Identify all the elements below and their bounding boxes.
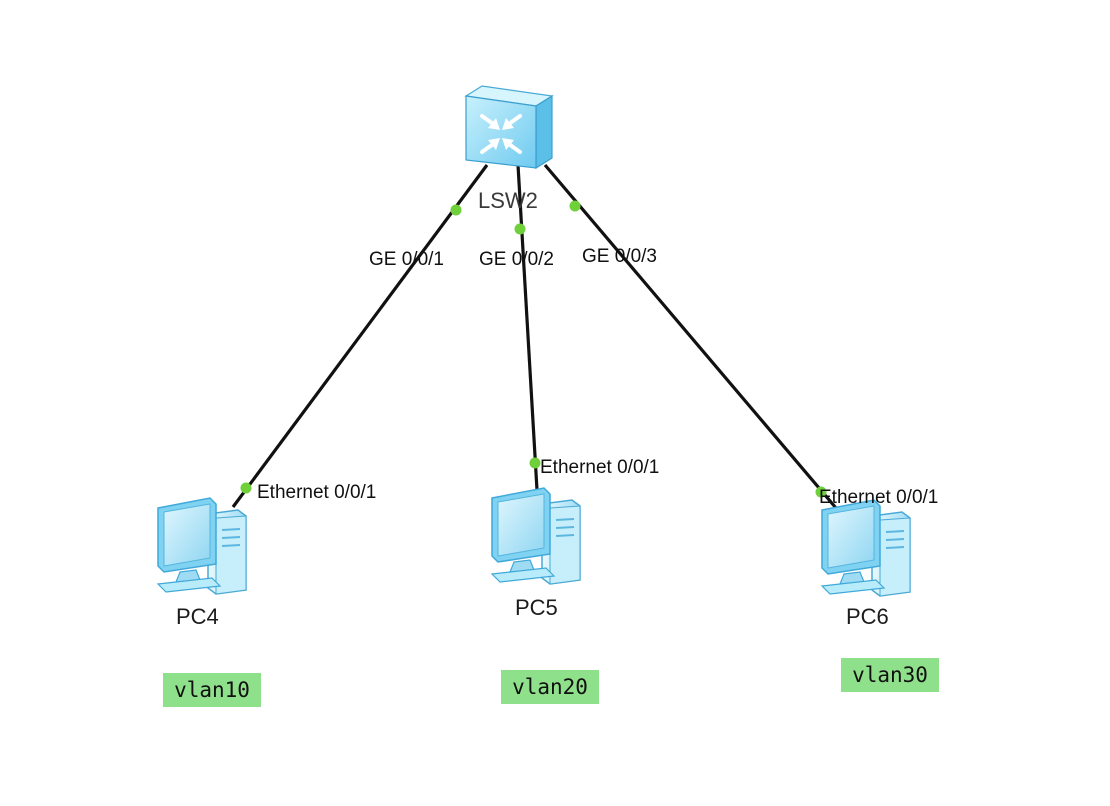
pc4-port-label: Ethernet 0/0/1 <box>257 482 376 503</box>
link-lsw2-pc6 <box>543 163 838 510</box>
pc-icon <box>491 487 581 585</box>
port-dot-ge-0-0-2 <box>514 223 526 235</box>
pc4-node[interactable]: PC4 <box>157 497 247 629</box>
vlan-badge-pc4: vlan10 <box>163 673 261 707</box>
port-dot-pc6-ethernet <box>815 486 827 498</box>
pc6-name-label: PC6 <box>846 604 889 629</box>
switch-port-label-pc5: GE 0/0/2 <box>479 249 554 270</box>
vlan-badge-pc6: vlan30 <box>841 658 939 692</box>
switch-lsw2[interactable]: LSW2 <box>464 85 554 213</box>
pc5-name-label: PC5 <box>515 595 558 620</box>
pc-icon <box>821 499 911 597</box>
port-dot-ge-0-0-1 <box>450 204 462 216</box>
vlan-label-pc6: vlan30 <box>852 663 928 687</box>
pc5-port-label: Ethernet 0/0/1 <box>540 457 659 478</box>
link-lsw2-pc4 <box>231 164 489 508</box>
switch-port-label-pc6: GE 0/0/3 <box>582 246 657 267</box>
link-lsw2-pc5 <box>516 164 539 491</box>
pc6-port-label: Ethernet 0/0/1 <box>819 487 938 508</box>
pc5-node[interactable]: PC5 <box>491 487 581 620</box>
pc-icon <box>157 497 247 595</box>
port-dot-pc5-ethernet <box>529 457 541 469</box>
switch-port-dots <box>450 200 581 235</box>
vlan-badge-pc5: vlan20 <box>501 670 599 704</box>
vlan-label-pc5: vlan20 <box>512 675 588 699</box>
vlan-label-pc4: vlan10 <box>174 678 250 702</box>
pc4-name-label: PC4 <box>176 604 219 629</box>
links <box>231 163 838 510</box>
pc6-node[interactable]: PC6 <box>821 499 911 629</box>
port-dot-pc4-ethernet <box>240 482 252 494</box>
switch-port-label-pc4: GE 0/0/1 <box>369 249 444 270</box>
port-dot-ge-0-0-3 <box>569 200 581 212</box>
switch-name-label: LSW2 <box>478 188 538 213</box>
switch-icon <box>464 85 554 170</box>
